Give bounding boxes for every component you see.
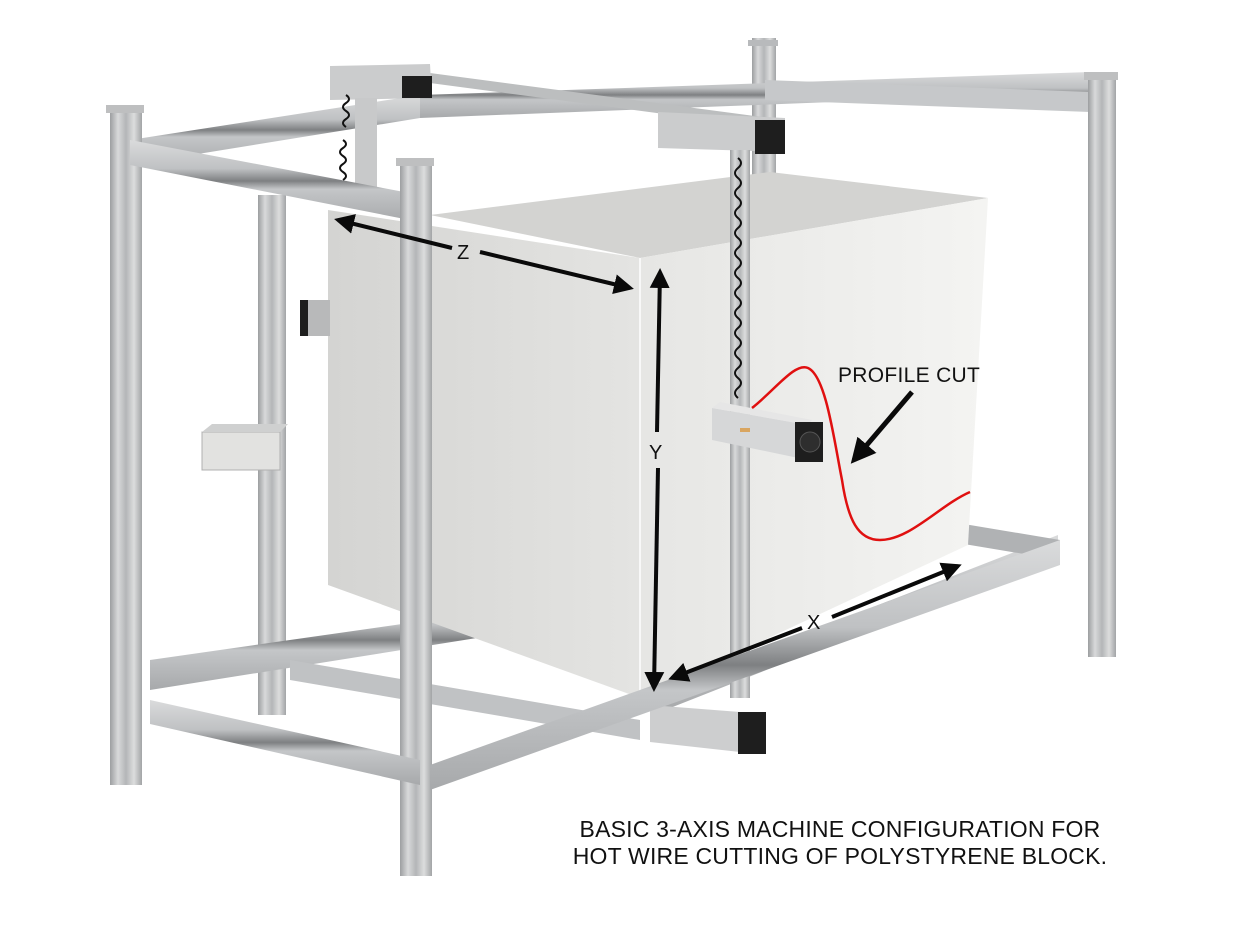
block-top-face — [430, 172, 988, 258]
diagram-caption: BASIC 3-AXIS MACHINE CONFIGURATION FOR H… — [520, 816, 1160, 870]
x-axis-dimension: X — [668, 562, 962, 682]
bottom-carriage — [650, 705, 766, 754]
caption-line-2: HOT WIRE CUTTING OF POLYSTYRENE BLOCK. — [572, 843, 1108, 869]
front-right-post — [1088, 72, 1116, 657]
coiled-cable — [734, 157, 742, 399]
front-frame — [106, 72, 1118, 876]
annotations: Z Y X PROFILE CUT — [334, 214, 980, 692]
y-axis-dimension: Y — [644, 268, 670, 692]
motor-icon — [755, 120, 785, 154]
profile-cut-label: PROFILE CUT — [838, 364, 980, 387]
top-left-carriage — [330, 64, 432, 208]
wire-carriage — [712, 402, 823, 462]
motor-icon — [738, 712, 766, 754]
back-frame — [130, 38, 1090, 178]
z-axis-dimension: Z — [334, 214, 634, 294]
motor-icon — [402, 76, 432, 98]
block-side-face — [328, 210, 640, 698]
y-axis-label: Y — [649, 442, 662, 464]
front-left-post — [110, 105, 142, 785]
x-axis-label: X — [807, 612, 820, 634]
front-middle-post — [400, 158, 432, 876]
profile-cut-line — [751, 365, 971, 542]
left-y-carriage — [201, 300, 330, 471]
profile-cut-arrow — [850, 390, 914, 464]
z-axis-label: Z — [457, 242, 469, 264]
caption-line-1: BASIC 3-AXIS MACHINE CONFIGURATION FOR — [579, 816, 1101, 842]
